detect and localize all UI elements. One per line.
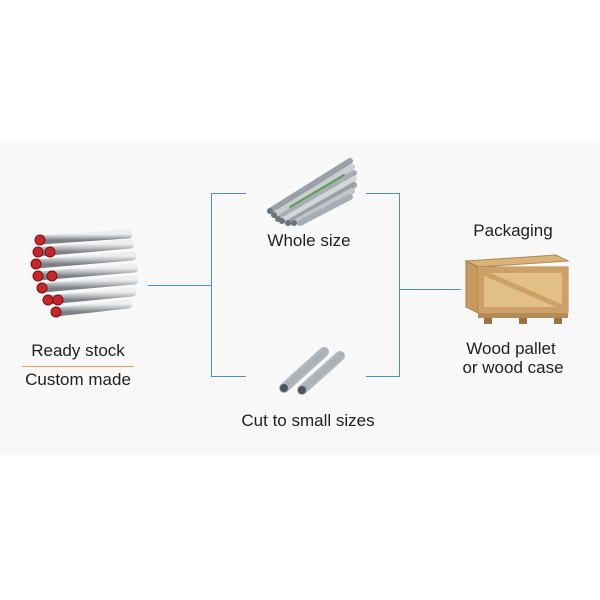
custom-made-label: Custom made: [25, 370, 131, 389]
connector-right-horizontal: [399, 289, 461, 290]
wood-pallet-label: Wood pallet: [466, 339, 556, 358]
connector-right-bottom-arm: [366, 376, 400, 377]
steel-pipe-bundle-image: [264, 155, 360, 227]
wooden-crate-image: [462, 253, 570, 325]
divider-line: [22, 366, 134, 367]
ready-stock-label: Ready stock: [31, 341, 125, 360]
connector-left-vertical: [211, 193, 212, 377]
packaging-heading: Packaging: [473, 221, 553, 240]
connector-left-horizontal: [148, 285, 212, 286]
connector-left-top-arm: [211, 193, 246, 194]
connector-right-top-arm: [366, 193, 400, 194]
pipe-bundle-image: [28, 222, 138, 327]
short-pipe-pieces-image: [270, 344, 350, 396]
connector-left-bottom-arm: [211, 376, 246, 377]
cut-sizes-label: Cut to small sizes: [241, 411, 375, 430]
connector-right-vertical: [399, 193, 400, 377]
wood-case-label: or wood case: [462, 358, 564, 377]
whole-size-label: Whole size: [267, 231, 351, 250]
